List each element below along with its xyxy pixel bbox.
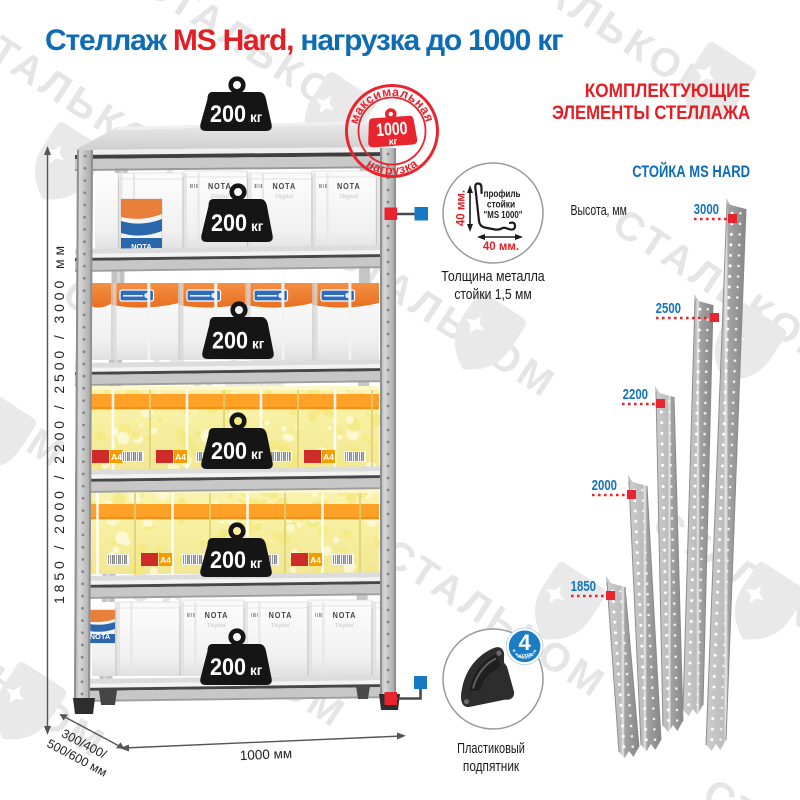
svg-text:200: 200: [211, 437, 247, 464]
svg-text:стойки: стойки: [487, 199, 515, 211]
svg-text:200: 200: [211, 209, 247, 236]
svg-text:1850: 1850: [571, 577, 596, 594]
svg-text:4: 4: [518, 630, 531, 655]
svg-text:NOTA: NOTA: [337, 181, 361, 191]
svg-text:1000 мм: 1000 мм: [239, 746, 292, 763]
svg-text:кг: кг: [250, 110, 263, 125]
svg-text:кг: кг: [250, 556, 263, 571]
svg-text:A4: A4: [310, 555, 321, 565]
svg-text:NOTA: NOTA: [272, 181, 296, 191]
svg-text:Digital: Digital: [339, 193, 359, 200]
svg-text:2200: 2200: [623, 385, 648, 402]
svg-text:1000: 1000: [376, 118, 409, 140]
svg-text:Digital: Digital: [206, 622, 226, 629]
svg-text:2500: 2500: [656, 299, 681, 316]
svg-text:NOTA: NOTA: [90, 632, 111, 641]
svg-text:3000: 3000: [694, 200, 719, 217]
svg-text:СТОЙКА MS HARD: СТОЙКА MS HARD: [632, 161, 750, 181]
svg-text:Digital: Digital: [274, 193, 294, 200]
svg-text:A4: A4: [160, 555, 171, 565]
svg-text:NOTA: NOTA: [208, 181, 232, 191]
svg-text:стойки 1,5 мм: стойки 1,5 мм: [454, 286, 531, 302]
svg-text:кг: кг: [251, 219, 264, 234]
svg-text:NOTA: NOTA: [205, 610, 229, 620]
svg-text:Высота, мм: Высота, мм: [571, 201, 627, 218]
svg-text:NOTA: NOTA: [131, 242, 152, 251]
svg-text:Digital: Digital: [210, 193, 230, 200]
svg-text:ЭЛЕМЕНТЫ СТЕЛЛАЖА: ЭЛЕМЕНТЫ СТЕЛЛАЖА: [552, 102, 750, 123]
svg-text:40 мм.: 40 мм.: [483, 241, 519, 253]
svg-text:Стеллаж MS Hard, нагрузка до 1: Стеллаж MS Hard, нагрузка до 1000 кг: [45, 24, 563, 57]
svg-text:кг: кг: [250, 663, 263, 678]
svg-text:40 мм.: 40 мм.: [456, 190, 468, 226]
svg-text:"MS 1000": "MS 1000": [484, 209, 523, 220]
svg-text:кг: кг: [251, 447, 264, 462]
svg-text:подпятник: подпятник: [463, 758, 519, 775]
svg-text:Пластиковый: Пластиковый: [457, 739, 525, 756]
svg-text:штуки: штуки: [517, 653, 532, 660]
svg-text:кг: кг: [388, 136, 398, 148]
svg-text:A4: A4: [111, 452, 122, 462]
svg-text:200: 200: [210, 100, 246, 127]
svg-text:Digital: Digital: [334, 622, 354, 629]
svg-text:кг: кг: [252, 337, 265, 352]
svg-text:NOTA: NOTA: [269, 610, 293, 620]
svg-text:Digital: Digital: [270, 622, 290, 629]
svg-text:КОМПЛЕКТУЮЩИЕ: КОМПЛЕКТУЮЩИЕ: [585, 79, 750, 101]
svg-text:1850 / 2000 / 2200 / 2500 / 30: 1850 / 2000 / 2200 / 2500 / 3000 мм: [51, 242, 67, 604]
svg-text:200: 200: [210, 546, 246, 573]
svg-text:A4: A4: [175, 452, 186, 462]
svg-text:200: 200: [210, 653, 246, 680]
svg-text:NOTA: NOTA: [333, 610, 357, 620]
svg-text:Толщина металла: Толщина металла: [441, 268, 545, 284]
svg-text:A4: A4: [323, 452, 334, 462]
svg-text:профиль: профиль: [484, 188, 521, 199]
svg-text:2000: 2000: [592, 476, 617, 493]
svg-text:200: 200: [212, 326, 248, 353]
